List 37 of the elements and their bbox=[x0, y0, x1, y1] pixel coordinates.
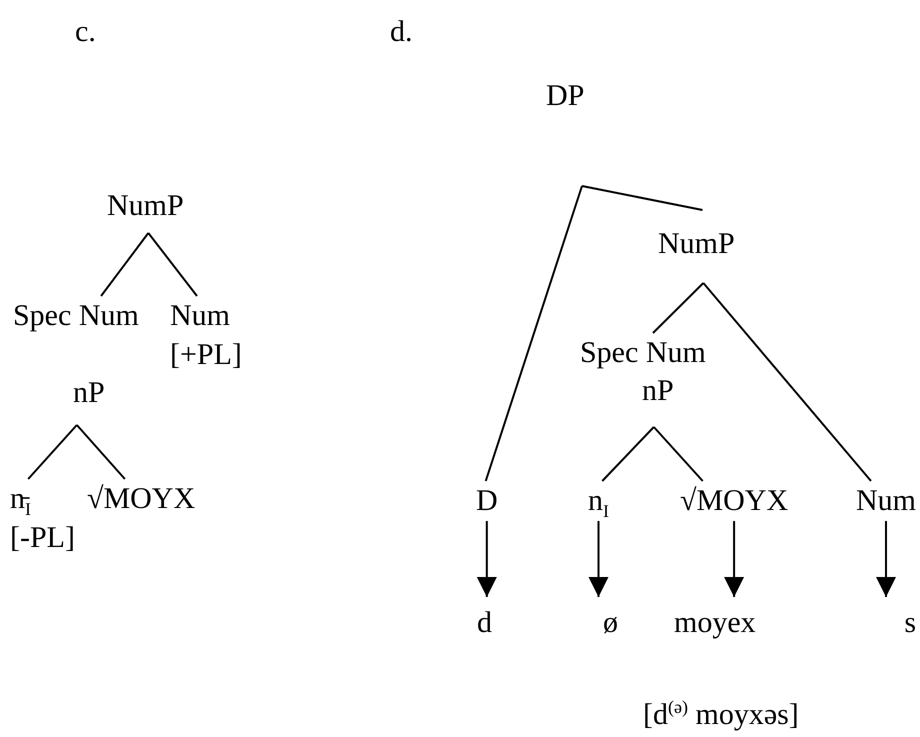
tree-branch-line bbox=[602, 426, 655, 482]
tree-node-label: Num bbox=[170, 298, 231, 334]
example-letter: d. bbox=[390, 14, 412, 50]
example-letter: c. bbox=[75, 14, 96, 50]
tree-branch-line bbox=[148, 232, 198, 297]
feature-label: [-PL] bbox=[10, 520, 75, 556]
feature-label: [+PL] bbox=[170, 337, 242, 373]
tree-branch-line bbox=[653, 426, 704, 482]
tree-node-label: Spec Num bbox=[580, 335, 706, 371]
tree-node-label: s bbox=[904, 605, 916, 641]
arrow bbox=[476, 521, 497, 597]
tree-node-label: DP bbox=[546, 78, 584, 114]
tree-branch-line bbox=[27, 424, 78, 480]
arrow bbox=[876, 521, 896, 597]
arrow bbox=[724, 521, 744, 597]
tree-node-label: NumP bbox=[658, 226, 735, 262]
tree-node-label: Spec Num bbox=[13, 298, 139, 334]
tree-node-label: nP bbox=[73, 375, 105, 411]
tree-node-label: n̵$_{I}$ bbox=[10, 481, 32, 518]
tree-node-label: moyex bbox=[674, 605, 756, 641]
tree-branch-line bbox=[484, 186, 583, 482]
tree-node-label: d bbox=[477, 605, 492, 641]
tree-branch-line bbox=[652, 282, 704, 334]
phonetic-transcription: [d$^{(ə)}$ moyxəs] bbox=[643, 696, 799, 733]
arrow bbox=[588, 521, 608, 597]
tree-branch-line bbox=[582, 185, 703, 211]
tree-node-label: NumP bbox=[107, 188, 184, 224]
tree-branch-line bbox=[702, 282, 872, 482]
tree-node-label: D bbox=[476, 483, 498, 519]
tree-branch-line bbox=[100, 232, 150, 297]
tree-node-label: Num bbox=[856, 483, 916, 519]
tree-node-label: √MOYX bbox=[87, 481, 196, 517]
tree-node-label: nP bbox=[642, 373, 674, 409]
tree-node-label: n$_{I}$ bbox=[588, 483, 609, 520]
tree-node-label: ø bbox=[603, 605, 618, 641]
tree-branch-line bbox=[76, 424, 126, 480]
tree-node-label: √MOYX bbox=[680, 483, 788, 519]
